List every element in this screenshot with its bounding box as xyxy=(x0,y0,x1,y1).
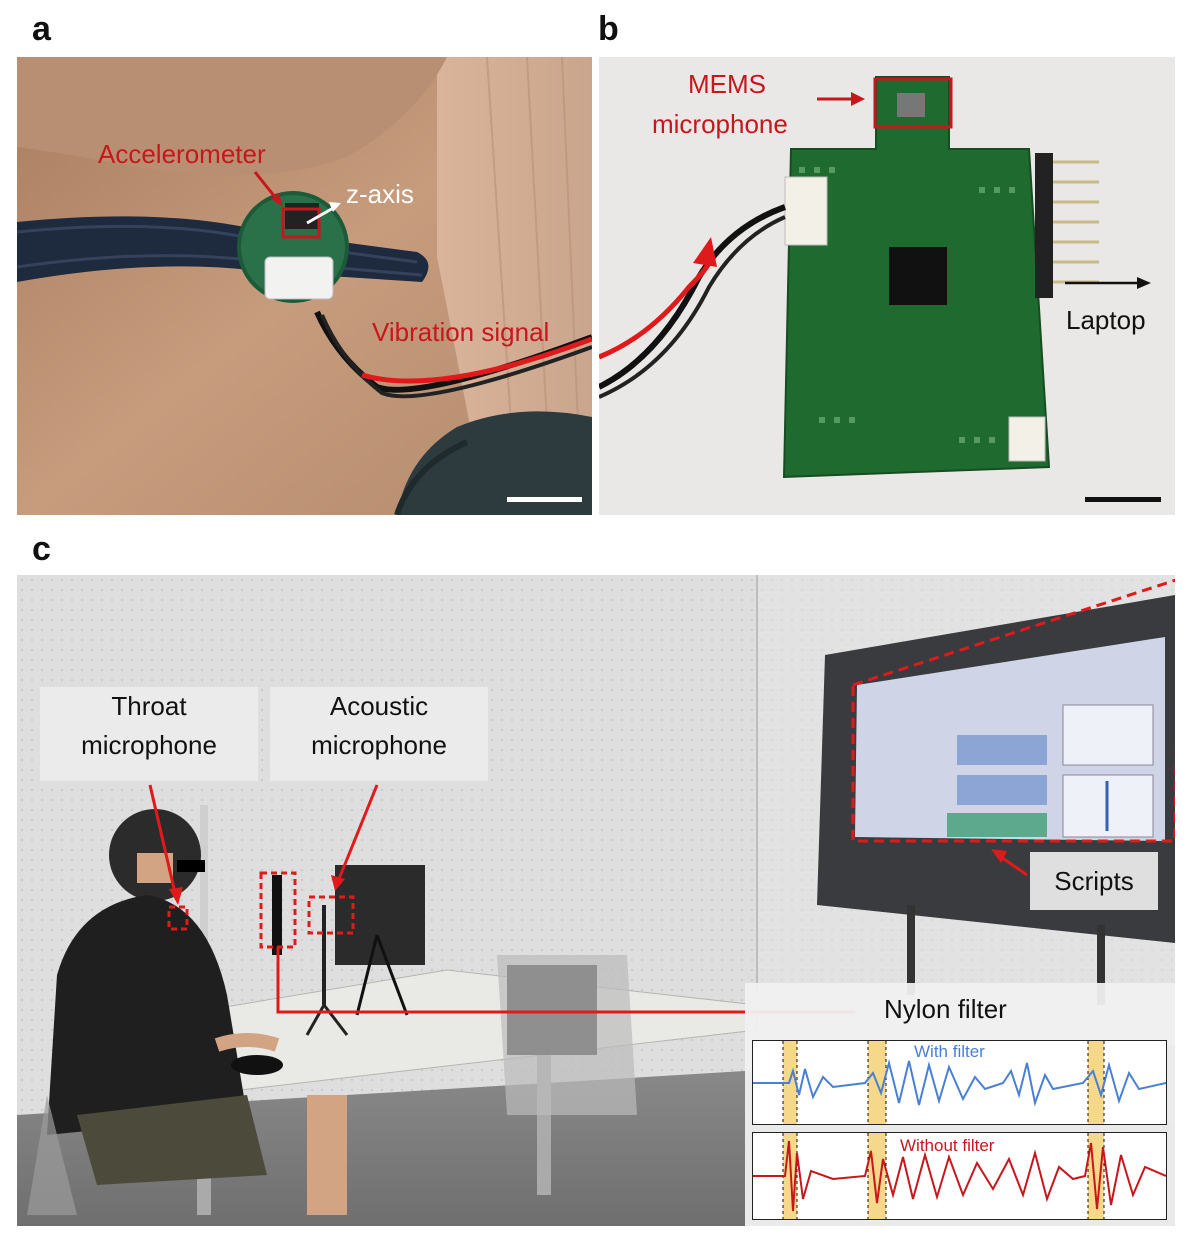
pcb-photo-illustration xyxy=(599,57,1175,515)
panel-a-letter: a xyxy=(32,10,51,48)
accelerometer-label: Accelerometer xyxy=(98,139,266,169)
throat-microphone-callout: Throat microphone xyxy=(40,687,258,781)
z-axis-label: z-axis xyxy=(346,179,414,209)
without-filter-waveform xyxy=(752,1132,1167,1220)
laptop-label: Laptop xyxy=(1066,305,1146,335)
acoustic-label-line1: Acoustic xyxy=(329,691,429,721)
with-filter-waveform-plot xyxy=(753,1041,1166,1124)
neck-photo-illustration xyxy=(17,57,592,515)
with-filter-label: With filter xyxy=(914,1042,985,1061)
without-filter-waveform-plot xyxy=(753,1133,1166,1219)
panel-b-photo xyxy=(599,57,1175,515)
panel-c-letter: c xyxy=(32,530,51,568)
mems-label-line1: MEMS xyxy=(688,69,766,99)
with-filter-waveform xyxy=(752,1040,1167,1125)
acoustic-label-line2: microphone xyxy=(311,730,447,760)
mems-label-line2: microphone xyxy=(652,109,788,139)
nylon-filter-label: Nylon filter xyxy=(884,994,1007,1024)
panel-b-letter: b xyxy=(598,10,619,48)
without-filter-label: Without filter xyxy=(900,1136,995,1155)
panel-a-photo xyxy=(17,57,592,515)
lab-setup-illustration xyxy=(17,575,1175,1226)
panel-c-photo xyxy=(17,575,1175,1226)
vibration-signal-label: Vibration signal xyxy=(372,317,550,347)
throat-label-line2: microphone xyxy=(81,730,217,760)
acoustic-microphone-callout: Acoustic microphone xyxy=(270,687,488,781)
throat-label-line1: Throat xyxy=(111,691,187,721)
scripts-callout: Scripts xyxy=(1030,852,1158,910)
scripts-label: Scripts xyxy=(1054,866,1134,896)
